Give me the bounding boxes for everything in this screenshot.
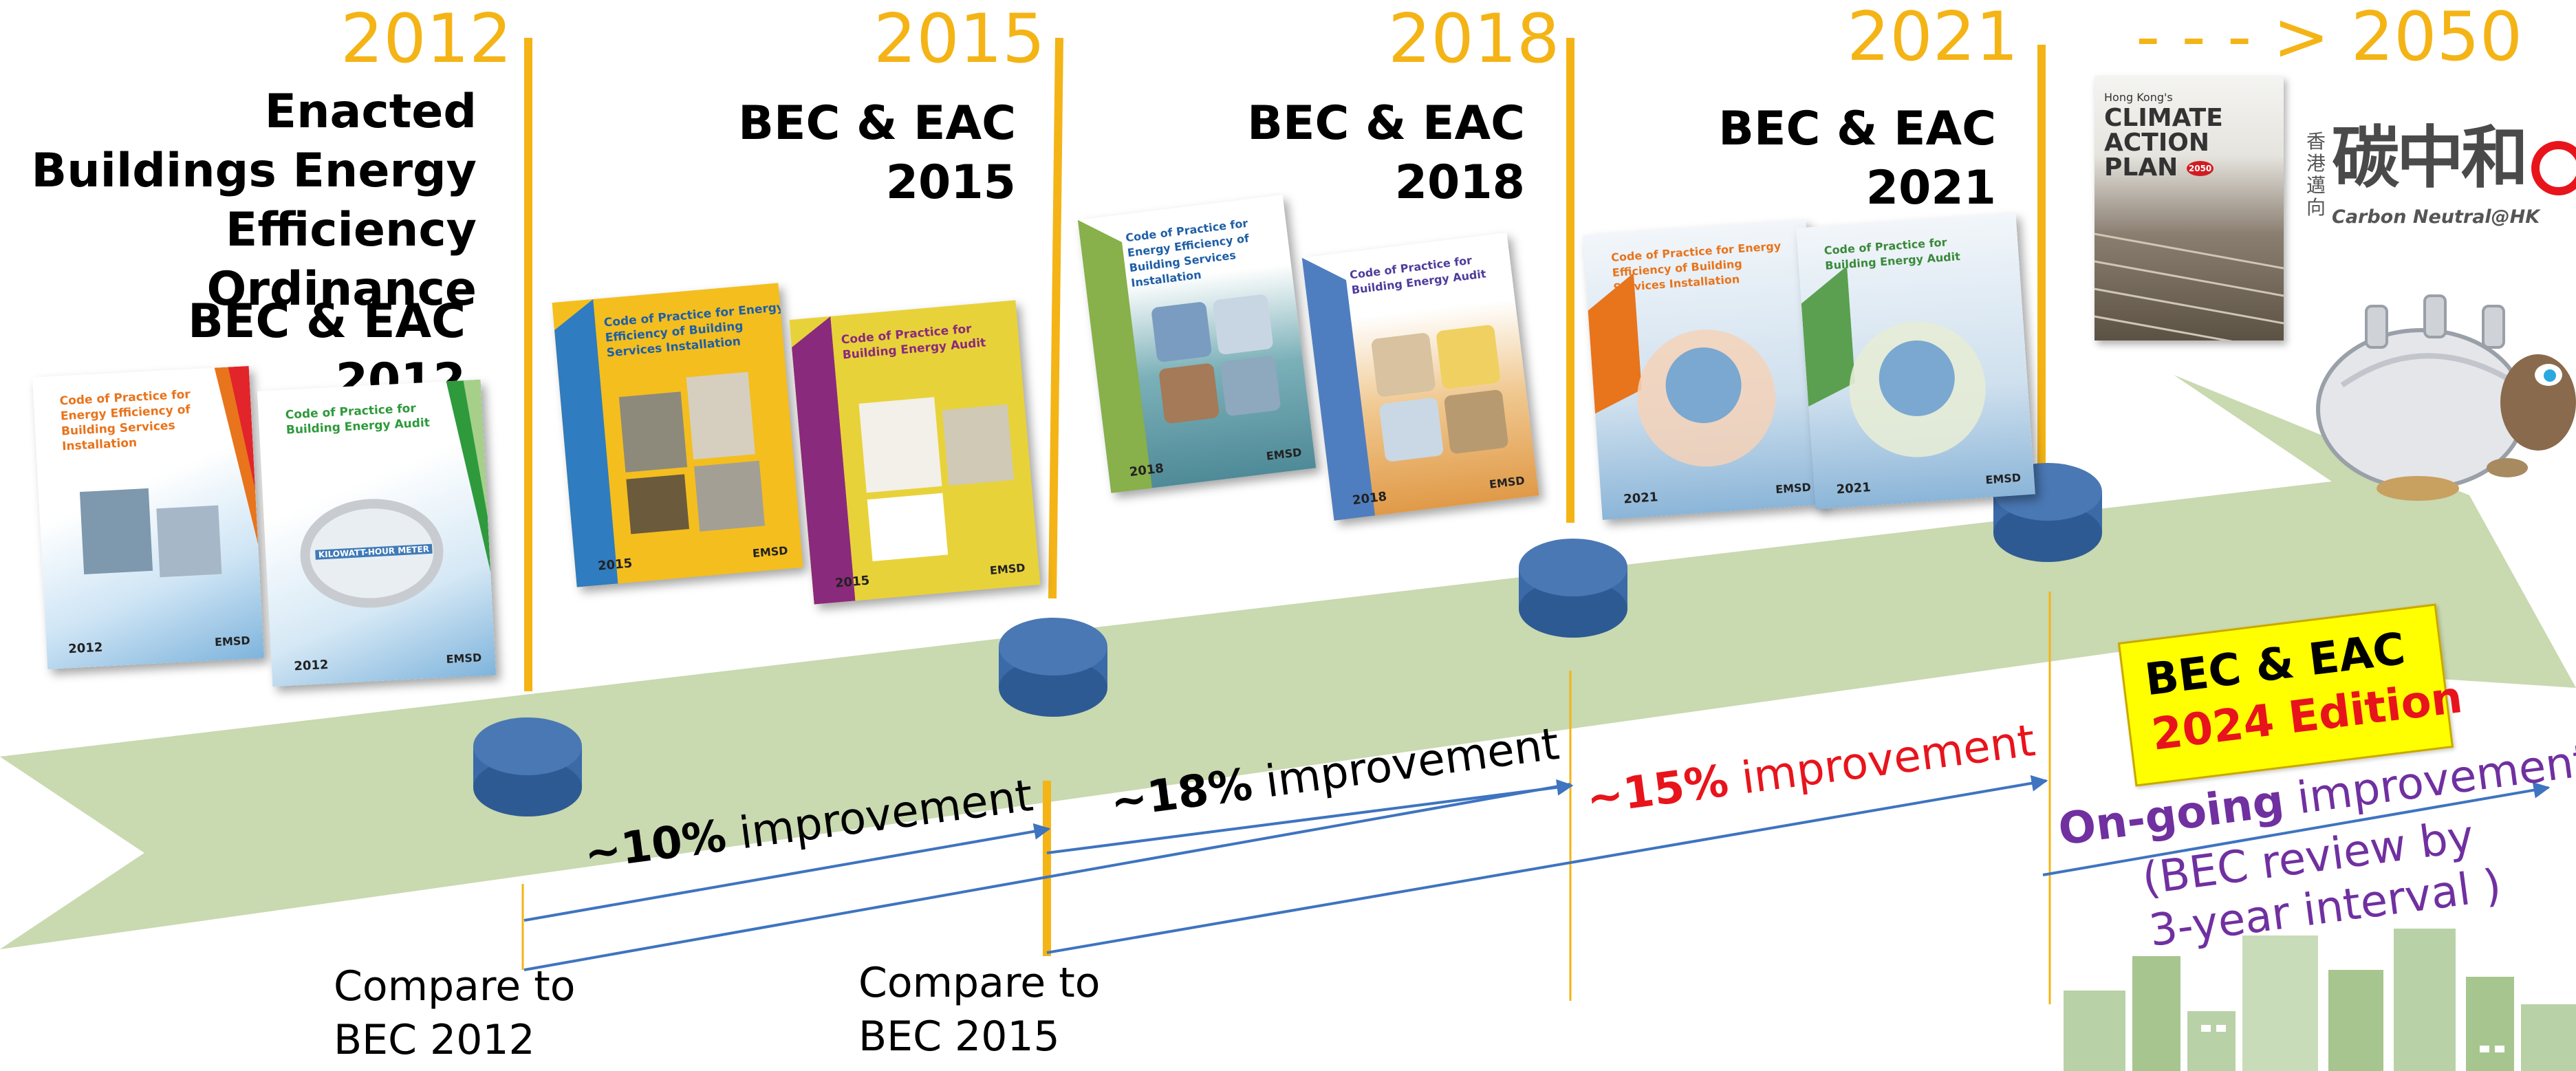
disc-2018 (1519, 539, 1627, 638)
book-eac-2015: Code of Practice for Building Energy Aud… (789, 300, 1041, 605)
compare-bec-2015: Compare to BEC 2015 (858, 959, 1101, 1061)
disc-2012 (473, 717, 582, 816)
compare-bec-2012: Compare to BEC 2012 (334, 962, 576, 1064)
year-2050: - - - > 2050 (2136, 0, 2523, 76)
book-eac-2021: Code of Practice for Building Energy Aud… (1796, 213, 2035, 510)
year-2015: 2015 (874, 0, 1046, 78)
plan-2050-badge: 2050 (2186, 161, 2214, 176)
year-2021: 2021 (1847, 0, 2019, 76)
year-2018: 2018 (1388, 0, 1560, 78)
book-eac-2012: Code of Practice for Building Energy Aud… (257, 379, 497, 687)
heading-2015: BEC & EAC 2015 (738, 96, 1016, 210)
carbon-neutral-logo: 香 港 邁 向 碳中和 Carbon Neutral@HK (2304, 120, 2576, 237)
city-skyline (2064, 929, 2576, 1071)
carbon-neutral-ring (2531, 141, 2576, 195)
mascot-robot (2316, 294, 2576, 501)
book-eac-2018: Code of Practice for Building Energy Aud… (1301, 232, 1539, 521)
heading-2018: BEC & EAC 2018 (1247, 96, 1525, 210)
heading-2012: Enacted Buildings Energy Efficiency Ordi… (31, 85, 477, 316)
heading-2021: BEC & EAC 2021 (1718, 102, 1996, 215)
year-2012: 2012 (340, 0, 512, 78)
climate-action-plan-cover: Hong Kong's CLIMATE ACTION PLAN 2050 (2095, 76, 2284, 340)
book-bec-2021: Code of Practice for Energy Efficiency o… (1582, 219, 1826, 520)
book-bec-2018: Code of Practice for Energy Efficiency o… (1077, 195, 1317, 493)
book-bec-2015: Code of Practice for Energy Efficiency o… (552, 283, 803, 587)
disc-2015 (999, 618, 1107, 717)
book-bec-2012: Code of Practice for Energy Efficiency o… (32, 366, 264, 669)
